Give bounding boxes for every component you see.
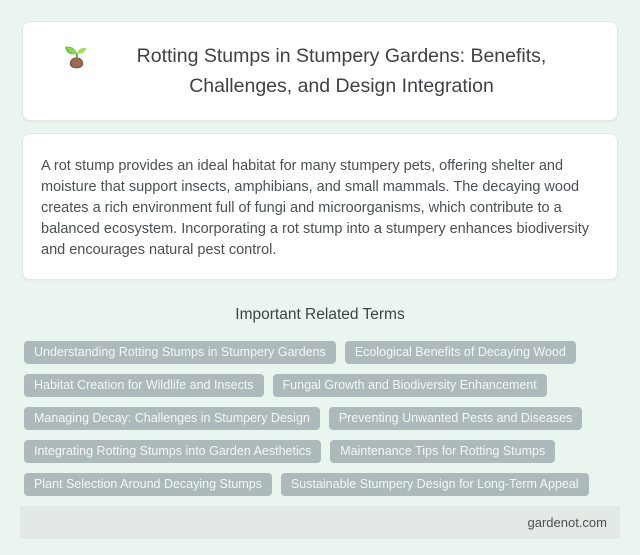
seedling-icon xyxy=(65,46,87,69)
footer-site-text: gardenot.com xyxy=(527,515,608,530)
related-term-tag[interactable]: Maintenance Tips for Rotting Stumps xyxy=(330,440,556,463)
related-term-tag[interactable]: Habitat Creation for Wildlife and Insect… xyxy=(24,374,264,397)
related-terms-list: Understanding Rotting Stumps in Stumpery… xyxy=(22,341,618,496)
related-term-tag[interactable]: Preventing Unwanted Pests and Diseases xyxy=(328,407,583,430)
related-terms-heading: Important Related Terms xyxy=(235,306,405,323)
related-term-tag[interactable]: Plant Selection Around Decaying Stumps xyxy=(24,473,272,496)
footer-bar: gardenot.com xyxy=(20,506,620,539)
summary-text: A rot stump provides an ideal habitat fo… xyxy=(41,158,590,258)
summary-card: A rot stump provides an ideal habitat fo… xyxy=(22,133,618,280)
title-card: Rotting Stumps in Stumpery Gardens: Bene… xyxy=(22,21,618,121)
related-term-tag[interactable]: Integrating Rotting Stumps into Garden A… xyxy=(24,440,322,463)
related-term-tag[interactable]: Managing Decay: Challenges in Stumpery D… xyxy=(24,407,320,430)
related-term-tag[interactable]: Understanding Rotting Stumps in Stumpery… xyxy=(24,341,336,364)
related-term-tag[interactable]: Ecological Benefits of Decaying Wood xyxy=(344,341,576,364)
page-title: Rotting Stumps in Stumpery Gardens: Bene… xyxy=(136,45,547,97)
related-term-tag[interactable]: Sustainable Stumpery Design for Long-Ter… xyxy=(280,473,589,496)
title-wrap: Rotting Stumps in Stumpery Gardens: Bene… xyxy=(63,41,577,101)
related-term-tag[interactable]: Fungal Growth and Biodiversity Enhanceme… xyxy=(272,374,547,397)
page: Rotting Stumps in Stumpery Gardens: Bene… xyxy=(22,21,618,496)
